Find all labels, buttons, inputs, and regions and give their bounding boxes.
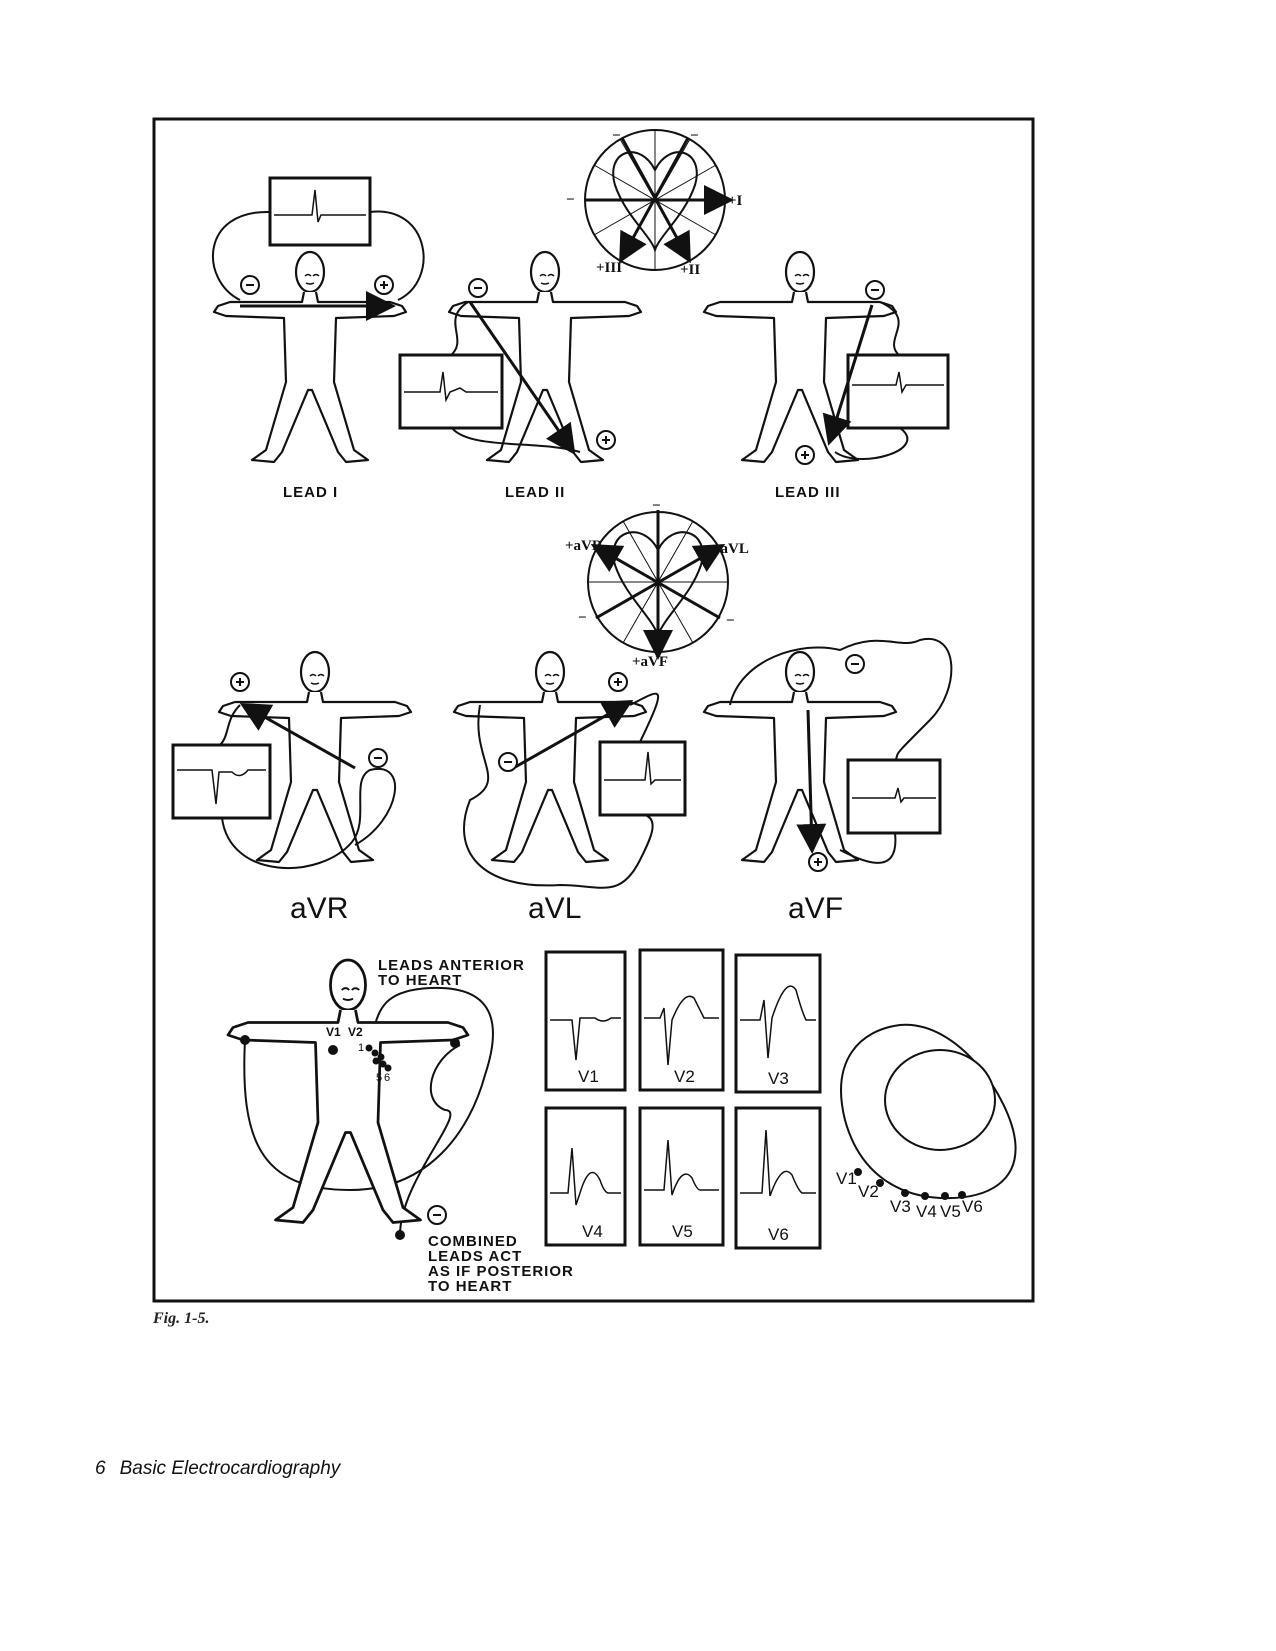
positive-electrode-icon bbox=[608, 672, 628, 692]
lead-1-label: LEAD I bbox=[283, 484, 338, 501]
heart-icon bbox=[612, 151, 698, 254]
svg-text:V1: V1 bbox=[578, 1067, 599, 1086]
svg-text:V1: V1 bbox=[836, 1169, 857, 1188]
tracing-v2: V2 bbox=[638, 948, 725, 1092]
svg-text:6: 6 bbox=[384, 1072, 390, 1084]
svg-text:V2: V2 bbox=[674, 1067, 695, 1086]
negative-electrode-icon bbox=[240, 275, 260, 295]
svg-text:LEADS ACT: LEADS ACT bbox=[428, 1248, 522, 1265]
svg-text:V5: V5 bbox=[672, 1222, 693, 1241]
ecg-monitor bbox=[846, 353, 950, 430]
lead-vector-arrow bbox=[509, 700, 634, 772]
avf-label: aVF bbox=[788, 892, 843, 925]
avr-panel: aVR bbox=[171, 650, 413, 925]
svg-text:V4: V4 bbox=[582, 1222, 603, 1241]
svg-text:1: 1 bbox=[358, 1042, 364, 1054]
lead-2-label: LEAD II bbox=[505, 484, 565, 501]
axis-avr-label: +aVR bbox=[565, 538, 603, 554]
svg-text:V1: V1 bbox=[326, 1025, 341, 1039]
svg-text:V6: V6 bbox=[768, 1225, 789, 1244]
negative-electrode-icon bbox=[427, 1205, 447, 1225]
negative-electrode-icon bbox=[498, 752, 518, 772]
ecg-monitor bbox=[598, 740, 687, 817]
page-footer: 6 Basic Electrocardiography bbox=[95, 1458, 354, 1480]
tracing-v6: V6 bbox=[734, 1106, 822, 1250]
tracing-v5: V5 bbox=[638, 1106, 725, 1247]
axis-plus-2-label: +II bbox=[680, 262, 700, 278]
avr-label: aVR bbox=[290, 892, 348, 925]
svg-text:−: − bbox=[578, 610, 587, 626]
tracing-v3: V3 bbox=[734, 953, 822, 1094]
tracing-v4: V4 bbox=[544, 1106, 627, 1247]
lead-3-label: LEAD III bbox=[775, 484, 841, 501]
precordial-chest-panel: V1 V2 1 5 6 LEADS ANTERIOR TO HEART COMB… bbox=[226, 957, 574, 1295]
positive-electrode-icon bbox=[596, 430, 616, 450]
figure-frame bbox=[152, 117, 1035, 1303]
ecg-trace bbox=[404, 371, 498, 403]
positive-electrode-icon bbox=[795, 445, 815, 465]
lead-vector-arrow bbox=[239, 703, 356, 770]
svg-text:TO HEART: TO HEART bbox=[378, 972, 462, 989]
negative-electrode-icon bbox=[845, 654, 865, 674]
positive-electrode-icon bbox=[374, 275, 394, 295]
svg-text:5: 5 bbox=[376, 1072, 382, 1084]
ecg-monitor bbox=[846, 758, 942, 835]
avf-panel: aVF bbox=[702, 637, 953, 925]
avl-panel: aVL bbox=[452, 650, 687, 925]
ecg-trace bbox=[604, 751, 681, 786]
ecg-trace bbox=[852, 371, 944, 395]
lead-vector-arrow bbox=[468, 301, 576, 455]
ecg-trace bbox=[274, 189, 366, 223]
svg-text:−: − bbox=[726, 613, 735, 629]
svg-text:V5: V5 bbox=[940, 1202, 961, 1221]
ecg-monitor bbox=[171, 743, 272, 820]
negative-electrode-icon bbox=[865, 280, 885, 300]
lead-vector-arrow bbox=[822, 304, 874, 446]
svg-text:V2: V2 bbox=[858, 1182, 879, 1201]
page-number: 6 bbox=[95, 1458, 106, 1479]
svg-text:V6: V6 bbox=[962, 1197, 983, 1216]
ecg-monitor bbox=[268, 176, 372, 247]
svg-text:AS IF POSTERIOR: AS IF POSTERIOR bbox=[428, 1263, 574, 1280]
svg-text:−: − bbox=[612, 128, 621, 144]
lead-3-panel: LEAD III bbox=[702, 250, 950, 501]
svg-text:V3: V3 bbox=[768, 1069, 789, 1088]
lead-vector-arrow bbox=[796, 709, 827, 854]
negative-electrode-icon bbox=[468, 278, 488, 298]
svg-text:V3: V3 bbox=[890, 1197, 911, 1216]
axis-plus-3-label: +III bbox=[596, 260, 622, 276]
ecg-trace bbox=[852, 787, 936, 804]
axis-plus-1-label: +I bbox=[728, 193, 743, 209]
svg-text:V4: V4 bbox=[916, 1202, 937, 1221]
anterior-note: LEADS ANTERIOR bbox=[378, 957, 525, 974]
precordial-tracings: V1 V2 V3 V4 V5 V6 bbox=[544, 948, 822, 1250]
augmented-lead-axis-diagram: +aVR +aVL +aVF − − − bbox=[565, 498, 749, 670]
tracing-v1: V1 bbox=[544, 950, 627, 1092]
positive-electrode-icon bbox=[230, 672, 250, 692]
top-view-torso: V1 V2 V3 V4 V5 V6 bbox=[836, 1023, 1017, 1221]
book-title: Basic Electrocardiography bbox=[119, 1458, 341, 1479]
svg-text:−: − bbox=[566, 192, 575, 208]
avl-label: aVL bbox=[528, 892, 581, 925]
limb-lead-axis-diagram: − − − +I +II +III bbox=[566, 128, 743, 278]
positive-electrode-icon bbox=[808, 852, 828, 872]
lead-1-panel: LEAD I bbox=[211, 176, 425, 501]
lead-2-panel: LEAD II bbox=[398, 250, 643, 501]
svg-text:V2: V2 bbox=[348, 1025, 363, 1039]
figure-caption: Fig. 1-5. bbox=[153, 1310, 210, 1327]
negative-electrode-icon bbox=[368, 748, 388, 768]
svg-text:−: − bbox=[690, 128, 699, 144]
axis-avl-label: +aVL bbox=[712, 541, 749, 557]
ecg-trace bbox=[177, 769, 266, 805]
svg-text:−: − bbox=[652, 498, 661, 514]
posterior-note: COMBINED bbox=[428, 1233, 518, 1250]
svg-text:TO HEART: TO HEART bbox=[428, 1278, 512, 1295]
axis-avf-label: +aVF bbox=[632, 654, 668, 670]
